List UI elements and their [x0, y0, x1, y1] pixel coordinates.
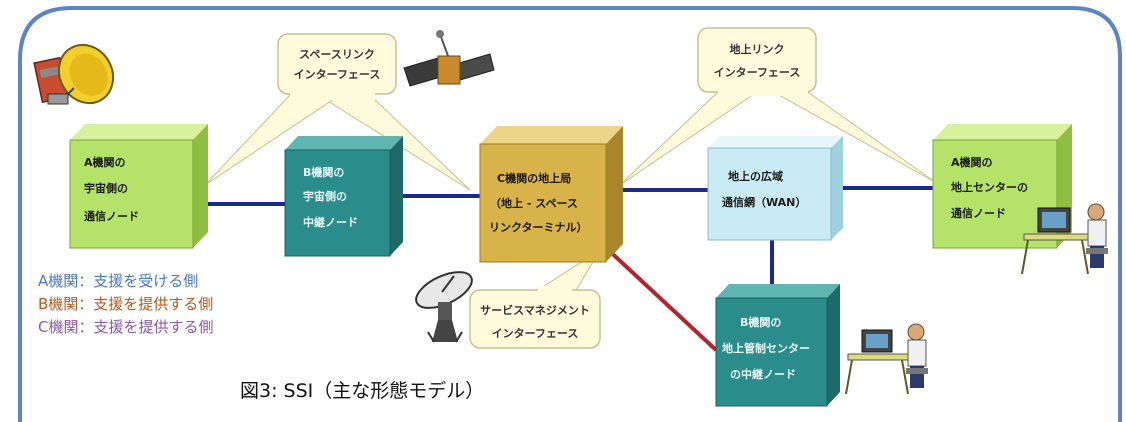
node-a-ground-line2: 地上センターの: [951, 180, 1028, 194]
bubble-space-link-line2: インターフェース: [294, 68, 381, 81]
node-c-ground-line1: C機関の地上局: [497, 171, 571, 185]
frame-border: [18, 6, 1122, 422]
bubble-service-mgmt-line2: インターフェース: [492, 327, 579, 340]
node-a-space-line2: 宇宙側の: [84, 181, 128, 195]
satellite-dish-spacecraft-icon: [33, 43, 115, 105]
bubble-service-mgmt-line1: サービスマネジメント: [480, 303, 590, 317]
node-b-ground-line3: の中継ノード: [730, 367, 796, 381]
node-b-space: B機関の 宇宙側の 中継ノード: [284, 136, 403, 257]
bubble-ground-link: 地上リンク インターフェース: [619, 27, 936, 186]
node-a-space-line1: A機関の: [84, 155, 126, 169]
node-b-ground-line1: B機関の: [740, 315, 781, 329]
legend: A機関：支援を受ける側 B機関：支援を提供する側 C機関：支援を提供する側: [38, 270, 213, 339]
node-b-ground: B機関の 地上管制センター の中継ノード: [715, 284, 840, 407]
node-wan-line1: 地上の広域: [728, 169, 783, 183]
legend-item-c: C機関：支援を提供する側: [38, 318, 214, 336]
node-a-ground-line3: 通信ノード: [951, 206, 1006, 220]
node-b-ground-line2: 地上管制センター: [722, 341, 810, 355]
bubble-ground-link-line1: 地上リンク: [730, 42, 785, 56]
link-c-b-ground: [601, 243, 718, 352]
node-wan-line2: 通信網（WAN）: [722, 195, 806, 209]
operator-workstation-icon: [845, 323, 928, 395]
node-b-space-line3: 中継ノード: [303, 215, 358, 229]
node-c-ground-line2: （地上 - スペース: [490, 196, 578, 210]
bubble-ground-link-line2: インターフェース: [714, 66, 801, 79]
node-b-space-line1: B機関の: [303, 165, 344, 179]
operator-workstation-icon: [1021, 203, 1108, 275]
node-a-ground-line1: A機関の: [951, 155, 993, 169]
node-c-ground-line3: リンクターミナル）: [489, 221, 588, 234]
node-wan: 地上の広域 通信網（WAN）: [707, 136, 843, 241]
node-a-space: A機関の 宇宙側の 通信ノード: [69, 124, 208, 249]
bubble-service-mgmt: サービスマネジメント インターフェース: [469, 249, 601, 349]
ground-antenna-icon: [415, 271, 473, 343]
node-a-ground: A機関の 地上センターの 通信ノード: [932, 124, 1072, 249]
satellite-icon: [403, 30, 495, 87]
bubble-space-link-line1: スペースリンク: [299, 48, 375, 61]
legend-item-b: B機関：支援を提供する側: [38, 295, 214, 313]
node-a-space-line3: 通信ノード: [84, 209, 139, 223]
legend-item-a: A機関：支援を受ける側: [38, 272, 199, 290]
node-c-ground: C機関の地上局 （地上 - スペース リンクターミナル）: [479, 126, 623, 263]
node-b-space-line2: 宇宙側の: [303, 189, 347, 203]
figure-caption: 図3: SSI（主な形態モデル）: [240, 380, 485, 402]
